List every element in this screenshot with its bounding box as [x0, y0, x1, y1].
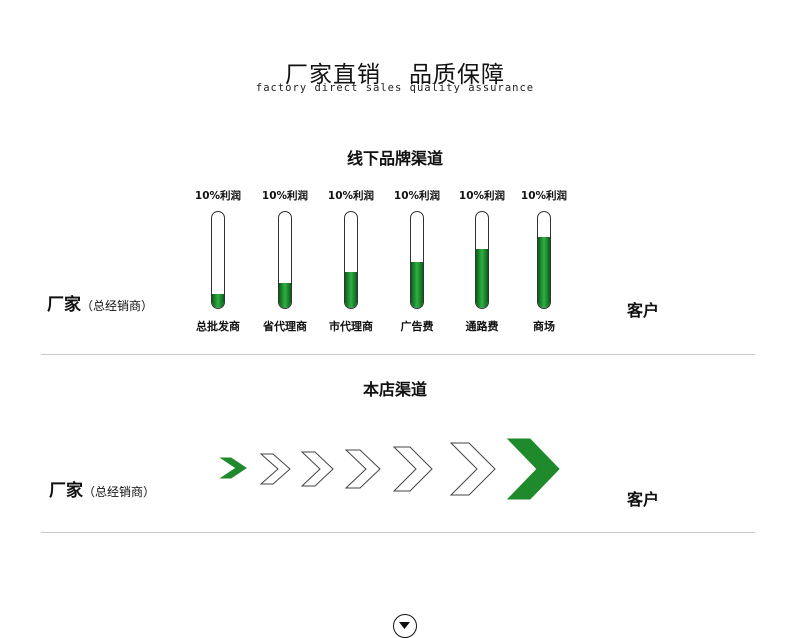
divider: [41, 354, 755, 355]
channel-tube-gauge: [344, 211, 358, 309]
channel-name-label: 总批发商: [196, 320, 240, 333]
chevron-right-icon: [506, 438, 560, 500]
offline-section-title: 线下品牌渠道: [346, 149, 443, 168]
store-section-title: 本店渠道: [362, 380, 427, 399]
channel-profit-label: 10%利润: [393, 190, 441, 202]
store-customer-label: 客户: [627, 490, 660, 509]
channel-profit-label: 10%利润: [327, 190, 375, 202]
chevron-right-icon: [449, 442, 496, 496]
channel-name-label: 省代理商: [263, 320, 307, 333]
channel-tube-fill: [538, 237, 550, 308]
chevron-right-icon: [219, 457, 247, 479]
channel-tube-gauge: [410, 211, 424, 309]
channel-name-label: 市代理商: [329, 320, 373, 333]
channel-tube-gauge: [475, 211, 489, 309]
scroll-down-button[interactable]: [393, 614, 417, 638]
store-factory-note: （总经销商）: [83, 485, 156, 499]
offline-factory-note: （总经销商）: [81, 299, 154, 313]
store-factory-label: 厂家（总经销商）: [49, 476, 155, 501]
channel-name-label: 通路费: [465, 320, 499, 333]
channel-tube-gauge: [211, 211, 225, 309]
arrow-sequence: [219, 438, 560, 500]
chevron-down-icon: [399, 622, 410, 629]
channel-tube-fill: [411, 262, 423, 308]
offline-factory-name: 厂家: [47, 295, 81, 315]
chevron-right-icon: [259, 453, 291, 485]
channel-tube-gauge: [278, 211, 292, 309]
chevron-right-icon: [300, 451, 334, 487]
channel-profit-label: 10%利润: [261, 190, 309, 202]
page-subtitle: factory direct sales quality assurance: [255, 82, 535, 94]
channel-tube-fill: [476, 249, 488, 308]
page-title-part1: 厂家直销: [285, 62, 381, 88]
chevron-right-icon: [344, 449, 381, 489]
channel-profit-label: 10%利润: [194, 190, 242, 202]
page-title: 厂家直销 品质保障: [0, 55, 790, 89]
channel-name-label: 广告费: [400, 320, 434, 333]
chevron-right-icon: [392, 446, 433, 492]
channel-profit-label: 10%利润: [520, 190, 568, 202]
channel-tube-gauge: [537, 211, 551, 309]
channel-tube-fill: [345, 272, 357, 308]
channel-tube-fill: [279, 283, 291, 308]
offline-customer-label: 客户: [627, 301, 660, 320]
offline-factory-label: 厂家（总经销商）: [47, 290, 153, 315]
divider: [41, 532, 755, 533]
store-factory-name: 厂家: [49, 481, 83, 501]
channel-tube-fill: [212, 294, 224, 308]
channel-name-label: 商场: [533, 320, 555, 333]
channel-profit-label: 10%利润: [458, 190, 506, 202]
page-title-part2: 品质保障: [409, 62, 505, 88]
